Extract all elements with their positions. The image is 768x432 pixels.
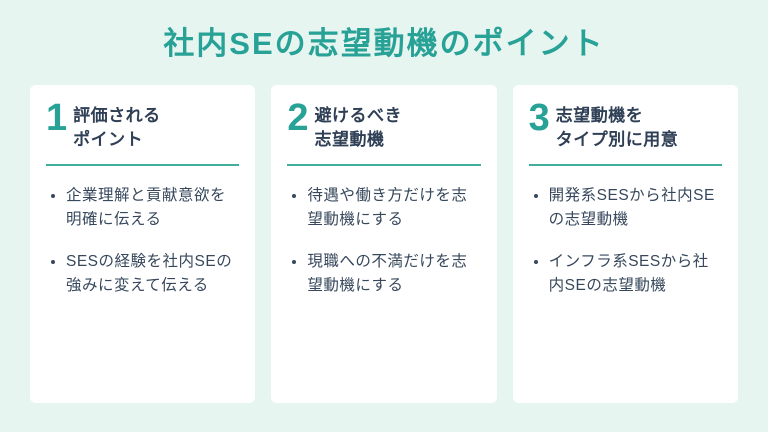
card-heading: 評価される ポイント bbox=[73, 106, 161, 149]
divider-line bbox=[46, 163, 240, 166]
card-number: 3 bbox=[528, 97, 550, 139]
bullet-list: 開発系SESから社内SEの志望動機 インフラ系SESから社内SEの志望動機 bbox=[529, 184, 722, 298]
card-number: 1 bbox=[46, 97, 68, 139]
card-motives-by-type: 3 志望動機を タイプ別に用意 開発系SESから社内SEの志望動機 インフラ系S… bbox=[512, 85, 738, 403]
card-number: 2 bbox=[287, 97, 309, 139]
bullet-item: インフラ系SESから社内SEの志望動機 bbox=[549, 250, 722, 298]
card-heading: 避けるべき 志望動機 bbox=[314, 106, 402, 149]
card-header: 2 避けるべき 志望動機 bbox=[287, 99, 480, 152]
bullet-item: SESの経験を社内SEの強みに変えて伝える bbox=[66, 250, 239, 298]
cards-container: 1 評価される ポイント 企業理解と貢献意欲を明確に伝える SESの経験を社内S… bbox=[0, 63, 768, 403]
card-header: 3 志望動機を タイプ別に用意 bbox=[529, 99, 722, 152]
bullet-item: 現職への不満だけを志望動機にする bbox=[307, 250, 480, 298]
bullet-item: 開発系SESから社内SEの志望動機 bbox=[549, 184, 722, 232]
card-motives-to-avoid: 2 避けるべき 志望動機 待遇や働き方だけを志望動機にする 現職への不満だけを志… bbox=[271, 85, 497, 403]
card-evaluated-points: 1 評価される ポイント 企業理解と貢献意欲を明確に伝える SESの経験を社内S… bbox=[30, 85, 256, 403]
bullet-list: 企業理解と貢献意欲を明確に伝える SESの経験を社内SEの強みに変えて伝える bbox=[46, 184, 239, 298]
divider-line bbox=[287, 163, 481, 166]
page-title: 社内SEの志望動機のポイント bbox=[163, 26, 605, 61]
card-header: 1 評価される ポイント bbox=[46, 99, 239, 152]
bullet-list: 待遇や働き方だけを志望動機にする 現職への不満だけを志望動機にする bbox=[287, 184, 480, 298]
divider-line bbox=[528, 163, 722, 166]
card-heading: 志望動機を タイプ別に用意 bbox=[555, 106, 679, 149]
bullet-item: 企業理解と貢献意欲を明確に伝える bbox=[66, 184, 239, 232]
bullet-item: 待遇や働き方だけを志望動機にする bbox=[307, 184, 480, 232]
